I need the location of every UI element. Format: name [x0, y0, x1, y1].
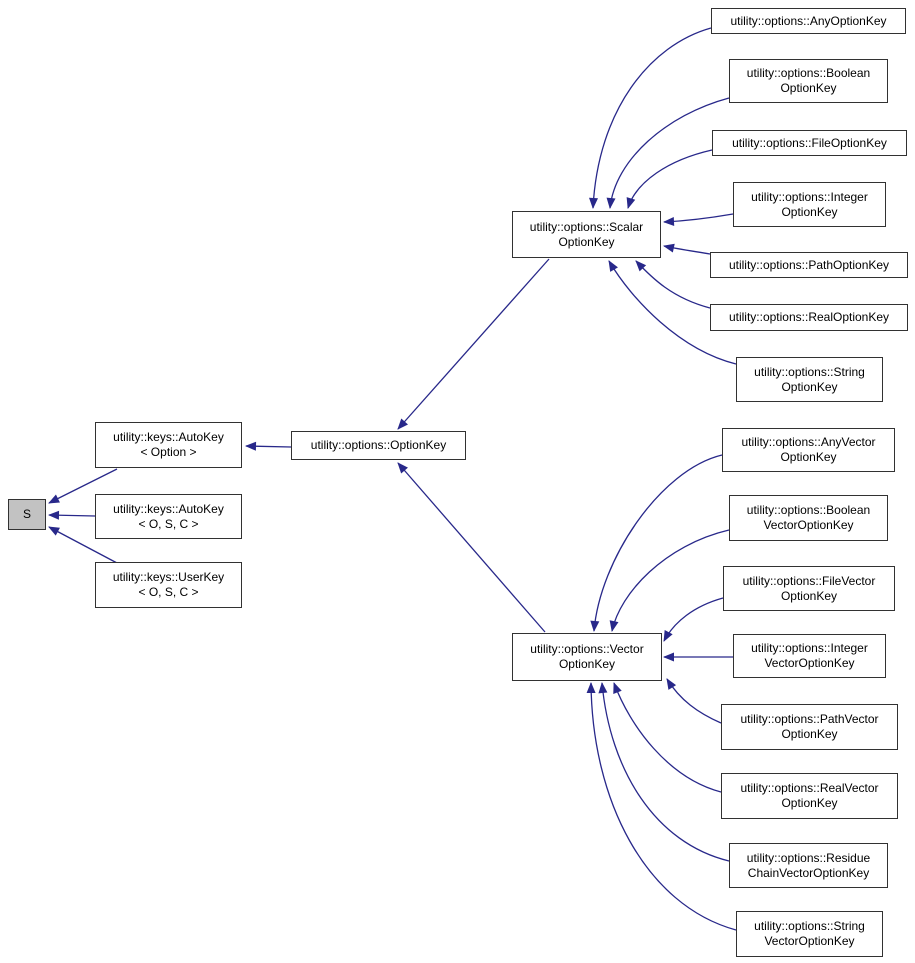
inheritance-edge-autokey-osc-to-s [48, 510, 96, 520]
node-label-line: utility::keys::AutoKey [113, 430, 224, 444]
node-label-line: OptionKey [781, 796, 838, 810]
class-node-userkey-osc[interactable]: utility::keys::UserKey< O, S, C > [95, 562, 242, 608]
node-label-line: utility::options::RealVector [740, 781, 879, 795]
node-label-line: utility::options::Residue [746, 850, 871, 865]
node-label-line: < O, S, C > [138, 516, 199, 531]
class-node-real[interactable]: utility::options::RealOptionKey [710, 304, 908, 331]
inheritance-edge-filevector-to-vector [663, 597, 724, 642]
inheritance-edge-vector-to-optionkey [397, 462, 546, 633]
node-label-line: utility::options::FileVector [742, 573, 876, 588]
inheritance-edge-realvector-to-vector [613, 682, 722, 793]
node-label-line: VectorOptionKey [763, 518, 854, 532]
node-label-line: utility::options::String [754, 919, 865, 933]
node-label-line: < O, S, C > [138, 585, 199, 599]
node-label-line: utility::options::Integer [751, 641, 868, 655]
node-label-line: utility::options::Boolean [746, 66, 871, 80]
node-label-line: utility::keys::AutoKey [113, 501, 224, 516]
node-label-line: utility::options::Boolean [746, 503, 871, 517]
node-label-line: OptionKey [558, 234, 615, 249]
inheritance-edge-optionkey-to-autokey-option [245, 441, 292, 451]
inheritance-edge-anyvector-to-vector [590, 454, 723, 632]
class-node-s: S [8, 499, 46, 530]
inheritance-edge-userkey-osc-to-s [48, 526, 118, 564]
inheritance-edge-boolean-to-scalar [606, 97, 730, 209]
node-label-line: OptionKey [781, 379, 838, 394]
class-node-path[interactable]: utility::options::PathOptionKey [710, 252, 908, 278]
node-label-line: utility::options::PathVector [740, 712, 879, 726]
node-label-line: S [22, 507, 31, 521]
node-label-line: utility::options::FileOptionKey [732, 135, 887, 150]
node-label-line: VectorOptionKey [764, 934, 855, 948]
node-label-line: < Option > [140, 445, 197, 459]
inheritance-edge-pathvector-to-vector [666, 678, 722, 724]
class-node-any[interactable]: utility::options::AnyOptionKey [711, 8, 906, 34]
node-label-line: utility::options::Scalar [529, 219, 644, 234]
node-label-line: utility::options::String [754, 364, 865, 379]
node-label-line: ChainVectorOptionKey [747, 865, 870, 880]
node-label-line: VectorOptionKey [764, 656, 855, 670]
inheritance-edge-stringvector-to-vector [586, 682, 737, 931]
class-node-autokey-osc[interactable]: utility::keys::AutoKey< O, S, C > [95, 494, 242, 539]
inheritance-edge-file-to-scalar [626, 149, 713, 209]
node-label-line: utility::options::AnyOptionKey [730, 13, 887, 28]
node-label-line: utility::options::AnyVector [741, 435, 876, 449]
node-label-line: utility::options::PathOptionKey [728, 257, 890, 272]
inheritance-edge-string-to-scalar [608, 260, 737, 365]
class-node-file[interactable]: utility::options::FileOptionKey [712, 130, 907, 156]
node-label-line: OptionKey [781, 204, 838, 219]
node-label-line: utility::options::OptionKey [310, 438, 447, 452]
inheritance-edge-integer-to-scalar [663, 213, 734, 226]
node-label-line: OptionKey [780, 81, 837, 95]
node-label-line: utility::options::Vector [530, 642, 644, 656]
inheritance-edge-autokey-option-to-s [48, 468, 118, 504]
inheritance-edge-any-to-scalar [589, 27, 712, 209]
node-label-line: OptionKey [780, 450, 837, 464]
inheritance-edge-path-to-scalar [663, 243, 711, 255]
node-label-line: OptionKey [781, 727, 838, 741]
inheritance-edge-real-to-scalar [635, 260, 711, 309]
class-node-optionkey[interactable]: utility::options::OptionKey [291, 431, 466, 460]
node-label-line: utility::keys::UserKey [112, 570, 225, 584]
node-label-line: utility::options::RealOptionKey [728, 310, 890, 324]
inheritance-edge-scalar-to-optionkey [397, 258, 550, 430]
inheritance-edge-residuechain-to-vector [598, 682, 730, 862]
class-node-autokey-option[interactable]: utility::keys::AutoKey< Option > [95, 422, 242, 468]
inheritance-edge-booleanvector-to-vector [609, 529, 730, 632]
node-label-line: OptionKey [780, 588, 838, 603]
node-label-line: utility::options::Integer [751, 189, 868, 204]
node-label-line: OptionKey [558, 657, 616, 671]
